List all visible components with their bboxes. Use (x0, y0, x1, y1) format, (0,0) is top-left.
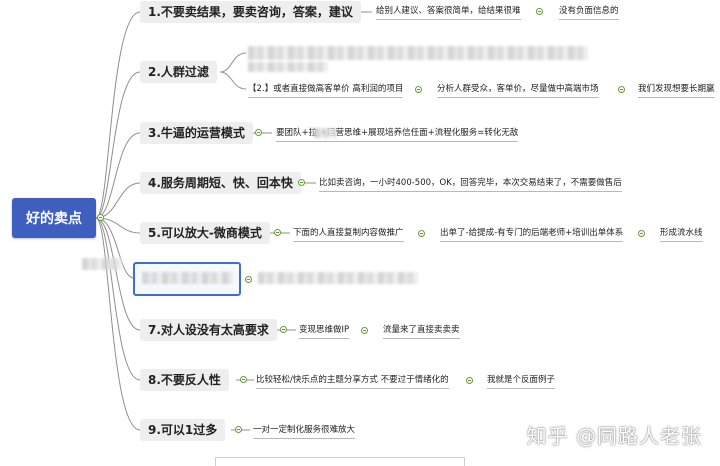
collapse-toggle-icon[interactable] (280, 326, 287, 333)
collapse-toggle-icon[interactable] (274, 229, 281, 236)
blurred-content (82, 258, 122, 270)
collapse-toggle-icon[interactable] (466, 377, 473, 384)
blurred-content (258, 272, 418, 284)
blurred-content (142, 272, 232, 284)
blurred-content (248, 62, 328, 72)
root-node[interactable]: 好的卖点 (12, 198, 96, 238)
leaf-node[interactable]: 流量来了直接卖卖卖 (383, 325, 460, 339)
branch-node-5[interactable]: 5.可以放大-微商模式 (140, 222, 270, 244)
collapse-toggle-icon[interactable] (245, 276, 252, 283)
collapse-toggle-icon[interactable] (240, 376, 247, 383)
branch-node-2[interactable]: 2.人群过滤 (140, 61, 217, 83)
branch-node-7[interactable]: 7.对人设没有太高要求 (140, 319, 277, 341)
leaf-node[interactable]: 比如卖咨询，一小时400-500，OK，回答完毕，本次交易结束了，不需要做售后 (319, 178, 622, 192)
branch-node-1[interactable]: 1.不要卖结果，要卖咨询，答案，建议 (140, 1, 361, 23)
leaf-node[interactable]: 我们发现想要长期赢 (638, 84, 715, 98)
leaf-node[interactable]: 一对一定制化服务很难放大 (253, 425, 356, 439)
watermark: 知乎 @同路人老张 (526, 424, 702, 448)
collapse-toggle-icon[interactable] (418, 230, 425, 237)
blurred-content (248, 46, 588, 60)
collapse-toggle-icon[interactable] (235, 426, 242, 433)
collapse-toggle-icon[interactable] (536, 8, 543, 15)
collapse-toggle-icon[interactable] (415, 86, 422, 93)
collapse-toggle-icon[interactable] (618, 86, 625, 93)
leaf-node[interactable]: 形成流水线 (660, 228, 703, 242)
collapse-toggle-icon[interactable] (298, 179, 305, 186)
collapse-toggle-icon[interactable] (97, 214, 104, 221)
blurred-content (314, 128, 336, 138)
leaf-node[interactable]: 给别人建议、答案很简单，给结果很难 (376, 6, 521, 20)
leaf-node[interactable]: 没有负面信息的 (559, 6, 619, 20)
leaf-node[interactable]: 下面的人直接复制内容做推广 (293, 228, 404, 242)
leaf-node[interactable]: 分析人群受众，客单价，尽量做中高端市场 (437, 84, 599, 98)
branch-node-8[interactable]: 8.不要反人性 (140, 369, 229, 391)
branch-node-3[interactable]: 3.牛逼的运营模式 (140, 122, 253, 144)
collapse-toggle-icon[interactable] (255, 129, 262, 136)
collapse-toggle-icon[interactable] (361, 327, 368, 334)
collapse-toggle-icon[interactable] (638, 230, 645, 237)
leaf-node[interactable]: 要团队+拉 +运营思维+展现培养信任面+流程化服务=转化无敌 (276, 128, 519, 142)
branch-node-9[interactable]: 9.可以1过多 (140, 419, 226, 441)
leaf-node[interactable]: 【2.】或者直接做高客单价 高利润的项目 (248, 84, 404, 98)
branch-node-4[interactable]: 4.服务周期短、快、回本快 (140, 172, 301, 194)
leaf-node[interactable]: 出单了-给提成-有专门的后端老师+培训出单体系 (440, 228, 624, 242)
bottom-panel-edge (215, 457, 465, 466)
leaf-node[interactable]: 比较轻松/快乐点的主题分享方式 不要过于情绪化的 (256, 375, 449, 389)
leaf-node[interactable]: 变现思维做IP (299, 325, 350, 339)
leaf-node[interactable]: 我就是个反面例子 (487, 375, 556, 389)
